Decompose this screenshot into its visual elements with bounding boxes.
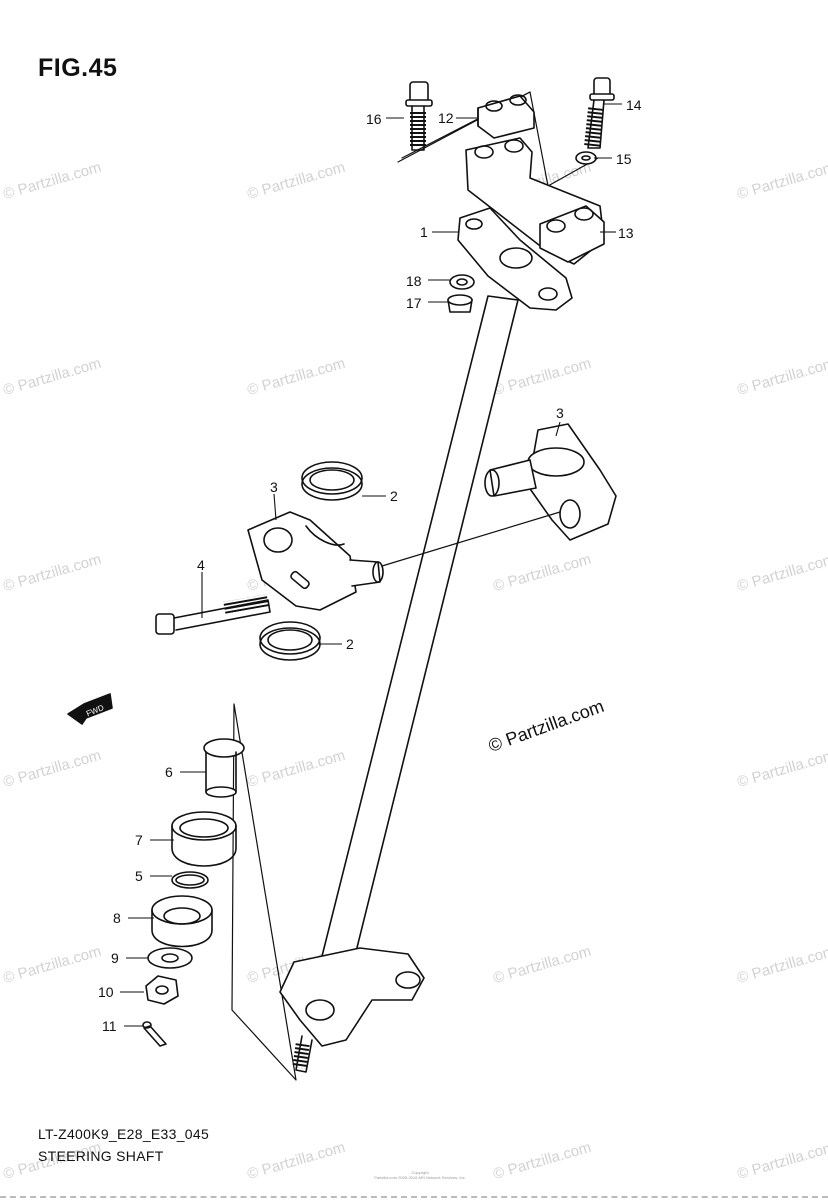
washer-15 (575, 151, 597, 165)
steering-shaft-tube (311, 295, 519, 1001)
bolt-16 (405, 81, 433, 151)
callout-17: 17 (406, 295, 422, 311)
callout-1: 1 (420, 224, 428, 240)
shaft-holder-left-3 (247, 511, 384, 611)
section-name: STEERING SHAFT (38, 1148, 164, 1164)
page-border (0, 1196, 828, 1198)
oring-5 (171, 871, 209, 889)
bolt-4 (155, 594, 271, 635)
steering-plate-1 (457, 207, 573, 311)
callout-3-left: 3 (270, 479, 278, 495)
callout-14: 14 (626, 97, 642, 113)
callout-5: 5 (135, 868, 143, 884)
seal-2-lower (259, 621, 321, 661)
nut-10 (145, 975, 179, 1005)
callout-3-right: 3 (556, 405, 564, 421)
washer-9 (147, 947, 193, 969)
callout-6: 6 (165, 764, 173, 780)
bush-6 (203, 738, 245, 798)
callout-15: 15 (616, 151, 632, 167)
callout-11: 11 (102, 1018, 117, 1034)
lower-clamp (465, 137, 605, 265)
callout-16: 16 (366, 111, 382, 127)
figure-title: FIG.45 (38, 54, 118, 82)
fine-print-line: Partzilla.com 2005-2016 ARI Network Serv… (374, 1175, 466, 1180)
cotter-pin-11 (142, 1021, 167, 1047)
callout-7: 7 (135, 832, 143, 848)
callout-12: 12 (438, 110, 454, 126)
callout-8: 8 (113, 910, 121, 926)
nut-17 (447, 294, 473, 313)
upper-clamp-12 (477, 94, 535, 139)
callout-4: 4 (197, 557, 205, 573)
model-code: LT-Z400K9_E28_E33_045 (38, 1126, 210, 1142)
callout-2-lower: 2 (346, 636, 354, 652)
bolt-14 (584, 77, 615, 149)
bearing-8 (151, 895, 213, 948)
fwd-direction-icon (67, 693, 113, 725)
shaft-holder-right-3 (484, 423, 617, 541)
washer-18 (449, 274, 475, 290)
callout-9: 9 (111, 950, 119, 966)
seal-7 (171, 811, 237, 867)
callout-13: 13 (618, 225, 634, 241)
steering-arm-lower (279, 947, 425, 1073)
callout-10: 10 (98, 984, 114, 1000)
callout-2-upper: 2 (390, 488, 398, 504)
callout-18: 18 (406, 273, 422, 289)
fine-print-line: Copyright (411, 1170, 429, 1175)
fine-print: Copyright Partzilla.com 2005-2016 ARI Ne… (360, 1170, 480, 1180)
seal-2-upper (301, 461, 363, 501)
